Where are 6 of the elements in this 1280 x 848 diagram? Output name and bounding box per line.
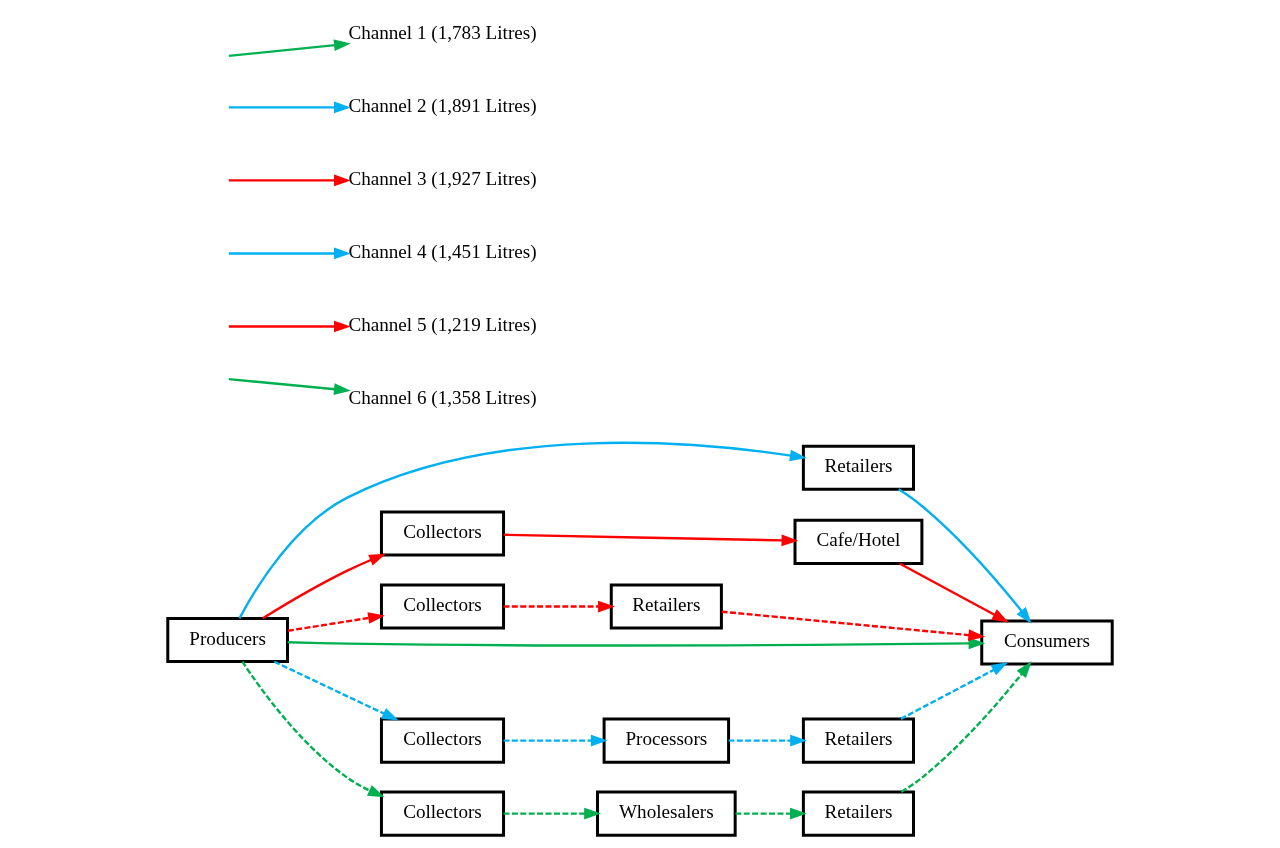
legend-label: Channel 4 (1,451 Litres) xyxy=(348,240,537,262)
legend-label: Channel 1 (1,783 Litres) xyxy=(348,21,537,43)
legend-label: Channel 6 (1,358 Litres) xyxy=(348,387,537,409)
legend-label: Channel 5 (1,219 Litres) xyxy=(348,313,537,335)
legend-label: Channel 2 (1,891 Litres) xyxy=(348,94,537,116)
legend-label: Channel 3 (1,927 Litres) xyxy=(348,167,537,189)
